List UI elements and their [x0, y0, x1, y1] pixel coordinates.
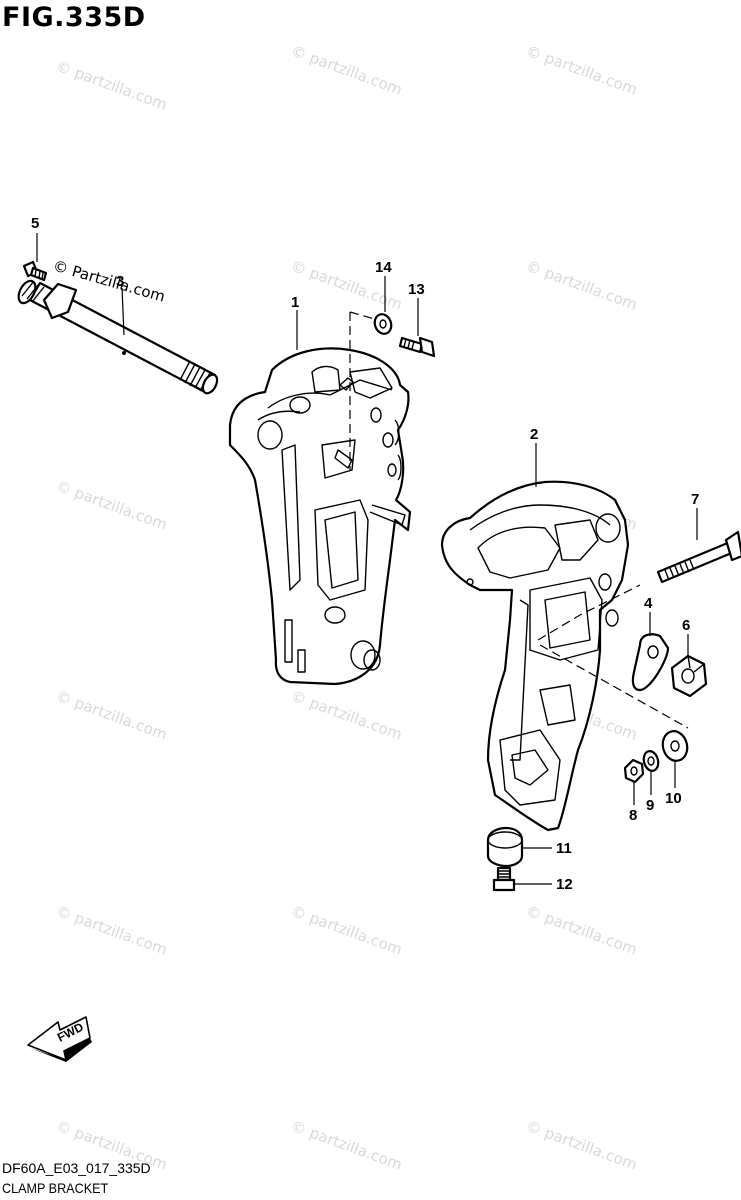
part-5-bolt: [22, 260, 48, 282]
callout-11: 11: [556, 840, 572, 857]
part-13-bolt: [398, 336, 436, 358]
watermark: © partzilla.com: [524, 42, 640, 99]
watermark: © partzilla.com: [54, 902, 170, 959]
callout-5: 5: [31, 215, 39, 232]
callout-8: 8: [629, 807, 637, 824]
part-8-nut: [623, 758, 645, 784]
part-12-bolt: [492, 866, 516, 892]
part-10-washer: [661, 730, 689, 762]
part-6-nut: [670, 654, 708, 698]
centerline: [537, 584, 641, 641]
callout-1: 1: [291, 294, 299, 311]
watermark: © partzilla.com: [54, 57, 170, 114]
callout-12: 12: [556, 876, 573, 893]
part-11-stopper: [486, 826, 524, 868]
figure-code: DF60A_E03_017_335D: [2, 1160, 151, 1176]
watermark: © partzilla.com: [289, 902, 405, 959]
watermark: © partzilla.com: [289, 687, 405, 744]
callout-14: 14: [375, 259, 392, 276]
centerline: [539, 644, 689, 729]
callout-13: 13: [408, 281, 425, 298]
part-3-tilt-shaft: [17, 279, 219, 395]
part-2-clamp-bracket-right: [440, 480, 630, 832]
part-1-clamp-bracket-left: [228, 347, 412, 686]
watermark: © partzilla.com: [524, 902, 640, 959]
watermark: © partzilla.com: [524, 257, 640, 314]
figure-title: FIG.335D: [2, 2, 146, 33]
leader-lines: [36, 233, 698, 885]
callout-labels: 5 3 1 14 13 2 7 4 6 8 9 10 11 12: [31, 215, 699, 893]
part-4-plate: [631, 633, 670, 692]
watermark: © partzilla.com: [54, 687, 170, 744]
watermark: © partzilla.com: [289, 42, 405, 99]
callout-10: 10: [665, 790, 682, 807]
watermark: © partzilla.com: [289, 1117, 405, 1174]
callout-2: 2: [530, 426, 538, 443]
callout-7: 7: [691, 491, 699, 508]
watermark: © partzilla.com: [54, 477, 170, 534]
callout-9: 9: [646, 797, 654, 814]
callout-3: 3: [116, 273, 124, 290]
part-9-washer: [642, 750, 660, 772]
callout-6: 6: [682, 617, 690, 634]
part-14-washer: [373, 313, 393, 335]
watermark: © partzilla.com: [524, 1117, 640, 1174]
figure-name: CLAMP BRACKET: [2, 1180, 109, 1196]
callout-4: 4: [644, 595, 653, 612]
part-7-bolt: [656, 530, 741, 584]
fwd-arrow: FWD: [27, 1016, 92, 1062]
